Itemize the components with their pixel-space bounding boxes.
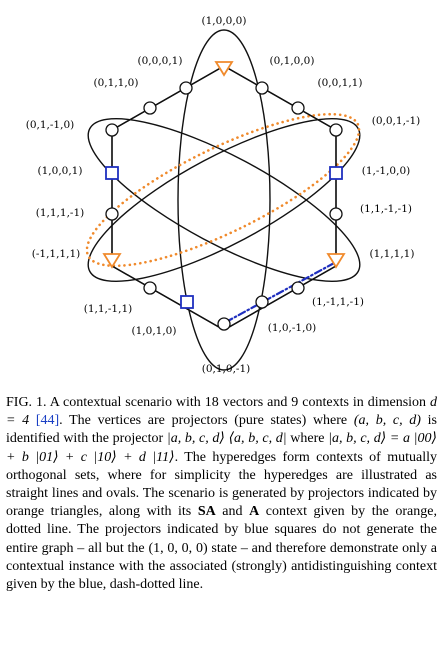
label-right-3: (1,1,-1,-1) — [360, 203, 412, 215]
caption-text-4: where — [286, 431, 329, 447]
contextuality-hypergraph: (1,0,0,0) (0,0,0,1) (0,1,0,0) (0,1,1,0) … — [26, 15, 420, 375]
caption-fig-label: FIG. 1. — [6, 395, 47, 410]
caption-a: A — [249, 504, 260, 520]
label-upper-left-inner: (0,0,0,1) — [138, 55, 183, 67]
label-left-2: (1,0,0,1) — [38, 165, 83, 177]
label-right-4: (1,1,1,1) — [370, 248, 415, 260]
caption-citation-link[interactable]: [44] — [35, 413, 60, 429]
label-right-2: (1,-1,0,0) — [362, 165, 410, 177]
caption-text-5: . The hyperedges form contexts of mutual… — [6, 449, 437, 520]
caption-state: (1, 0, 0, 0) — [148, 540, 208, 556]
orange-dotted-context — [85, 112, 361, 268]
orange-triangle-projectors — [102, 61, 346, 269]
caption-text-1: A contextual scenario with 18 vectors an… — [49, 395, 431, 410]
caption-text-3: is identified with the projector — [6, 413, 437, 447]
label-upper-right-outer: (0,0,1,1) — [318, 77, 363, 89]
label-upper-right-inner: (0,1,0,0) — [270, 55, 315, 67]
label-lower-left-outer: (1,1,-1,1) — [84, 303, 132, 315]
caption-d-equation: d = 4 — [6, 395, 438, 429]
caption-projector: |a, b, c, d⟩ ⟨a, b, c, d| — [166, 431, 287, 447]
label-bottom: (0,1,0,-1) — [202, 363, 250, 375]
caption-text-8: state – and therefore demonstrate only a… — [6, 540, 437, 593]
label-lower-right-outer: (1,-1,1,-1) — [312, 296, 364, 308]
caption-sa: SA — [197, 504, 216, 520]
caption-text-6: and — [215, 504, 250, 520]
vertical-oval-context — [177, 29, 271, 371]
caption-text-7: context given by the orange, dotted line… — [6, 504, 437, 556]
vertex-circles — [105, 81, 343, 331]
figure-caption: FIG. 1. A contextual scenario with 18 ve… — [6, 394, 437, 594]
blue-square-projectors — [105, 166, 343, 309]
label-right-1: (0,0,1,-1) — [372, 115, 420, 127]
diagonal-oval-context-1 — [87, 118, 361, 282]
label-lower-left-inner: (1,0,1,0) — [132, 325, 177, 337]
caption-ket-equation: |a, b, c, d⟩ = a |00⟩ + b |01⟩ + c |10⟩ … — [6, 431, 437, 465]
label-upper-left-outer: (0,1,1,0) — [94, 77, 139, 89]
label-left-1: (0,1,-1,0) — [26, 119, 74, 131]
label-left-3: (1,1,1,-1) — [36, 207, 84, 219]
label-left-4: (-1,1,1,1) — [32, 248, 80, 260]
label-top: (1,0,0,0) — [202, 15, 247, 27]
caption-abcd: (a, b, c, d) — [353, 413, 421, 429]
label-lower-right-inner: (1,0,-1,0) — [268, 322, 316, 334]
diagonal-oval-context-2 — [87, 118, 361, 282]
caption-text-2: . The vertices are projectors (pure stat… — [59, 413, 354, 429]
blue-dash-dotted-context — [224, 260, 338, 324]
